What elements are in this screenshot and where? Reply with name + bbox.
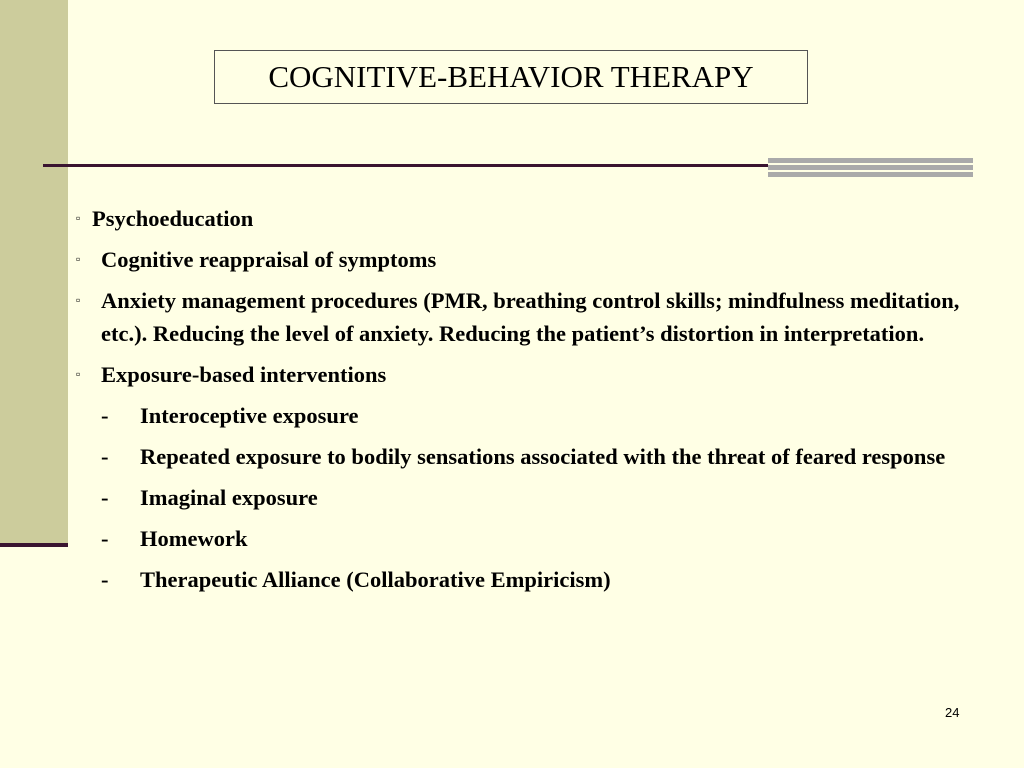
page-number: 24 [945,705,960,720]
square-bullet-icon: ▫ [76,367,81,381]
sub-item: - Interoceptive exposure [76,399,1006,432]
sub-item-text: Homework [140,526,248,551]
slide-content: ▫ Psychoeducation ▫ Cognitive reappraisa… [76,202,1006,604]
bullet-item: ▫ Cognitive reappraisal of symptoms [76,243,1006,276]
side-underline [0,543,68,547]
dash-marker: - [101,526,109,551]
bullet-text: Psychoeducation [92,206,254,231]
side-bar [0,0,68,545]
divider-accent-block [768,158,973,179]
sub-item: - Homework [76,522,1006,555]
slide-title-box: COGNITIVE-BEHAVIOR THERAPY [214,50,808,104]
bullet-item: ▫ Psychoeducation [76,202,1006,235]
bullet-text: Exposure-based interventions [101,362,387,387]
sub-item-text: Repeated exposure to bodily sensations a… [140,444,946,469]
bullet-item: ▫ Anxiety management procedures (PMR, br… [76,284,1006,350]
sub-item: - Repeated exposure to bodily sensations… [76,440,1006,473]
square-bullet-icon: ▫ [76,252,81,266]
bullet-text: Cognitive reappraisal of symptoms [101,247,437,272]
sub-item: - Imaginal exposure [76,481,1006,514]
square-bullet-icon: ▫ [76,211,81,225]
dash-marker: - [101,403,109,428]
dash-marker: - [101,444,109,469]
square-bullet-icon: ▫ [76,293,81,307]
sub-item-text: Imaginal exposure [140,485,318,510]
dash-marker: - [101,485,109,510]
sub-item-text: Therapeutic Alliance (Collaborative Empi… [140,567,611,592]
dash-marker: - [101,567,109,592]
slide-title: COGNITIVE-BEHAVIOR THERAPY [268,59,754,94]
sub-item: - Therapeutic Alliance (Collaborative Em… [76,563,1006,596]
sub-item-text: Interoceptive exposure [140,403,359,428]
bullet-item: ▫ Exposure-based interventions [76,358,1006,391]
bullet-text: Anxiety management procedures (PMR, brea… [101,288,960,346]
title-divider [43,164,973,167]
